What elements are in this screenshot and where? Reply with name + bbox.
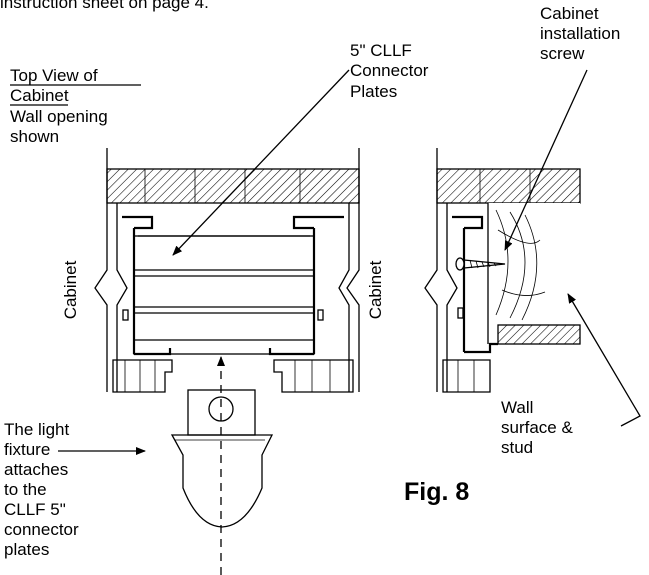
left-top-wall: [106, 168, 360, 204]
figure-label: Fig. 8: [404, 478, 469, 506]
left-cabinet-view: [94, 148, 360, 393]
cabinet-label-right: Cabinet: [366, 260, 385, 319]
right-foot: [273, 359, 354, 393]
cabinet-label-left: Cabinet: [61, 260, 80, 319]
screw-pointer: [504, 69, 588, 251]
plates-pointer: [172, 69, 350, 256]
connector-plates: [133, 235, 315, 355]
wall-pointer: [567, 293, 641, 427]
wall-opening-label: Wall opening shown: [10, 107, 112, 146]
wall-surface-label: Wall surface & stud: [501, 398, 578, 457]
installation-screw: [455, 257, 506, 271]
left-foot: [112, 359, 173, 393]
light-fixture-label: The light fixture attaches to the CLLF 5…: [4, 420, 83, 559]
top-view-label: Top View of Cabinet: [10, 66, 102, 105]
left-cabinet-outline: [94, 148, 108, 392]
light-fixture: [170, 356, 274, 575]
right-top-wall: [436, 168, 581, 204]
right-bottom-wall: [497, 324, 581, 345]
header-text: instruction sheet on page 4.: [0, 0, 209, 12]
connector-plates-label: 5" CLLF Connector Plates: [350, 41, 433, 101]
screw-label: Cabinet installation screw: [540, 4, 625, 63]
right-cabinet-view: [424, 148, 581, 393]
right-cabinet-outline: [346, 148, 360, 392]
